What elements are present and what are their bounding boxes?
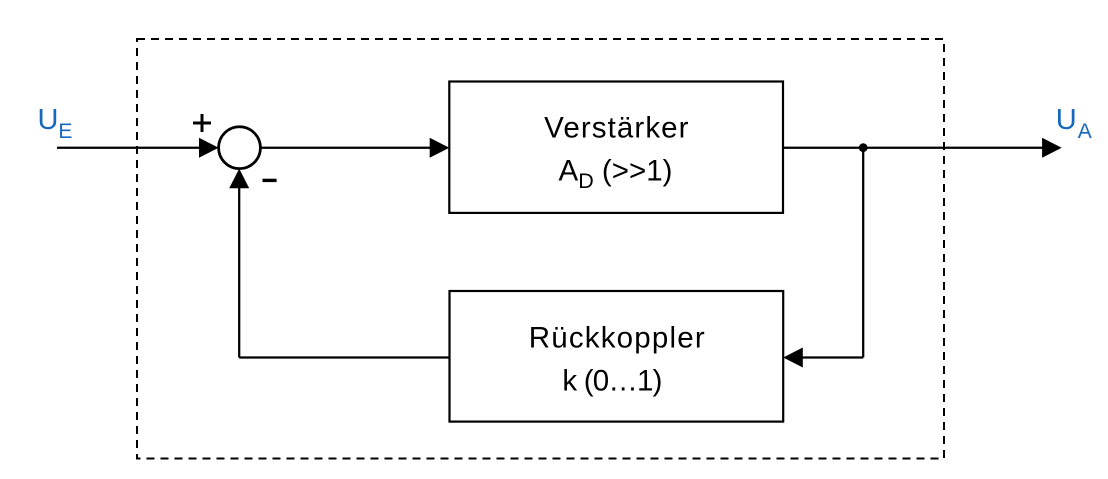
svg-text:k (0…1): k (0…1): [562, 365, 661, 398]
svg-text:E: E: [58, 120, 72, 143]
svg-text:U: U: [38, 104, 59, 136]
svg-text:U: U: [1056, 104, 1077, 136]
svg-text:Rückkoppler: Rückkoppler: [529, 322, 706, 355]
svg-text:A: A: [1078, 120, 1092, 143]
svg-text:Verstärker: Verstärker: [544, 112, 689, 145]
svg-text:AD (>>1): AD (>>1): [559, 154, 673, 193]
